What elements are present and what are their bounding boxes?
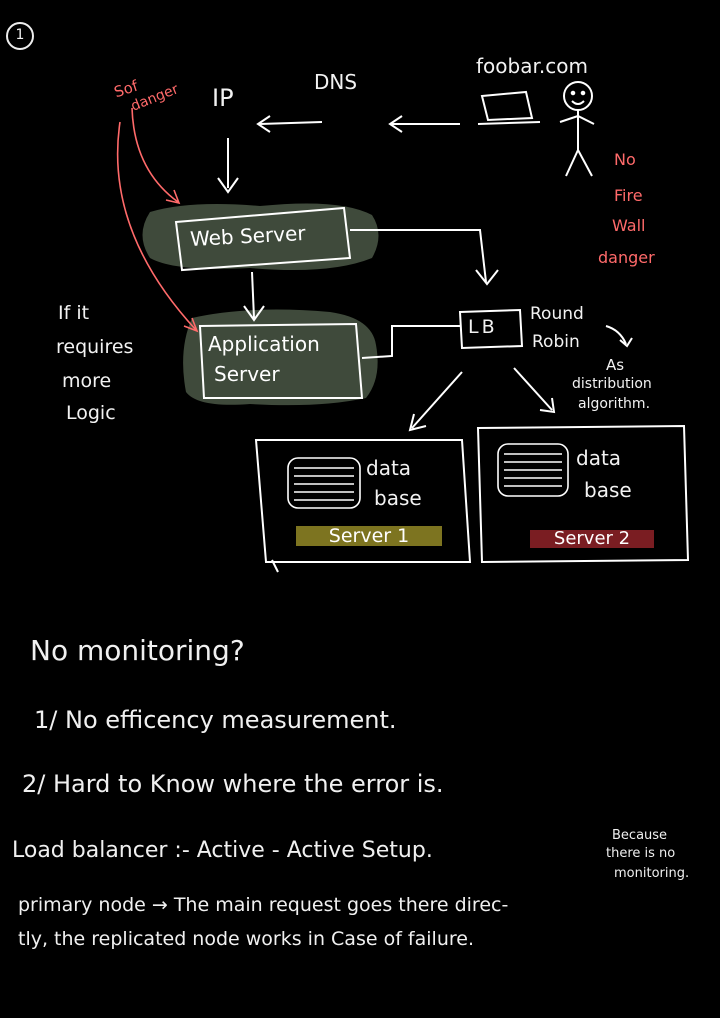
web-server-box bbox=[174, 206, 352, 272]
because-note-line1: Because bbox=[612, 828, 668, 843]
monitoring-question: No monitoring? bbox=[30, 634, 245, 667]
lb-box bbox=[458, 308, 524, 350]
app-server-label-line2: Server bbox=[214, 362, 280, 386]
distribution-note-line3: algorithm. bbox=[578, 396, 651, 412]
round-robin-line1: Round bbox=[530, 304, 584, 324]
round-robin-line2: Robin bbox=[532, 332, 580, 352]
page-number: 1 bbox=[6, 22, 34, 50]
logic-note-line4: Logic bbox=[66, 402, 116, 424]
firewall-note-line1: No bbox=[614, 150, 636, 169]
server2-name-tag: Server 2 bbox=[530, 530, 654, 548]
app-server-label-line1: Application bbox=[208, 332, 320, 356]
server2-box bbox=[476, 424, 690, 564]
firewall-note-line2: Fire bbox=[614, 186, 643, 205]
logic-note-line2: requires bbox=[56, 336, 134, 358]
server1-box bbox=[254, 439, 472, 563]
ip-label: IP bbox=[212, 84, 234, 112]
user-icon bbox=[559, 81, 595, 177]
distribution-note-line1: As bbox=[606, 356, 625, 374]
firewall-note-line3: Wall bbox=[612, 216, 646, 235]
distribution-note-line2: distribution bbox=[572, 376, 652, 392]
server2-db-label-line2: base bbox=[584, 478, 632, 502]
database-icon-1 bbox=[287, 457, 361, 509]
because-note-line3: monitoring. bbox=[614, 866, 690, 881]
because-note-line2: there is no bbox=[606, 846, 676, 861]
request-arrows bbox=[217, 115, 633, 432]
server1-name-tag: Server 1 bbox=[296, 526, 442, 546]
dns-label: DNS bbox=[314, 70, 358, 94]
primary-node-line2: tly, the replicated node works in Case o… bbox=[18, 928, 474, 950]
domain-label: foobar.com bbox=[476, 54, 588, 78]
laptop-icon bbox=[477, 90, 541, 125]
database-icon-2 bbox=[497, 443, 569, 497]
note-point-1: 1/ No efficency measurement. bbox=[34, 706, 397, 734]
logic-note-line1: If it bbox=[58, 302, 90, 324]
note-point-2: 2/ Hard to Know where the error is. bbox=[22, 770, 444, 798]
lb-label: LB bbox=[468, 316, 498, 338]
app-server-highlight bbox=[183, 309, 378, 406]
server1-db-label-line1: data bbox=[366, 456, 412, 480]
server1-db-label-line2: base bbox=[374, 486, 422, 510]
spof-arrows bbox=[116, 107, 199, 333]
firewall-note-line4: danger bbox=[598, 248, 655, 267]
logic-note-line3: more bbox=[62, 370, 112, 392]
primary-node-line1: primary node → The main request goes the… bbox=[18, 894, 509, 916]
server2-db-label-line1: data bbox=[576, 446, 622, 470]
app-server-box bbox=[198, 322, 364, 399]
lb-setup-note: Load balancer :- Active - Active Setup. bbox=[12, 838, 433, 863]
